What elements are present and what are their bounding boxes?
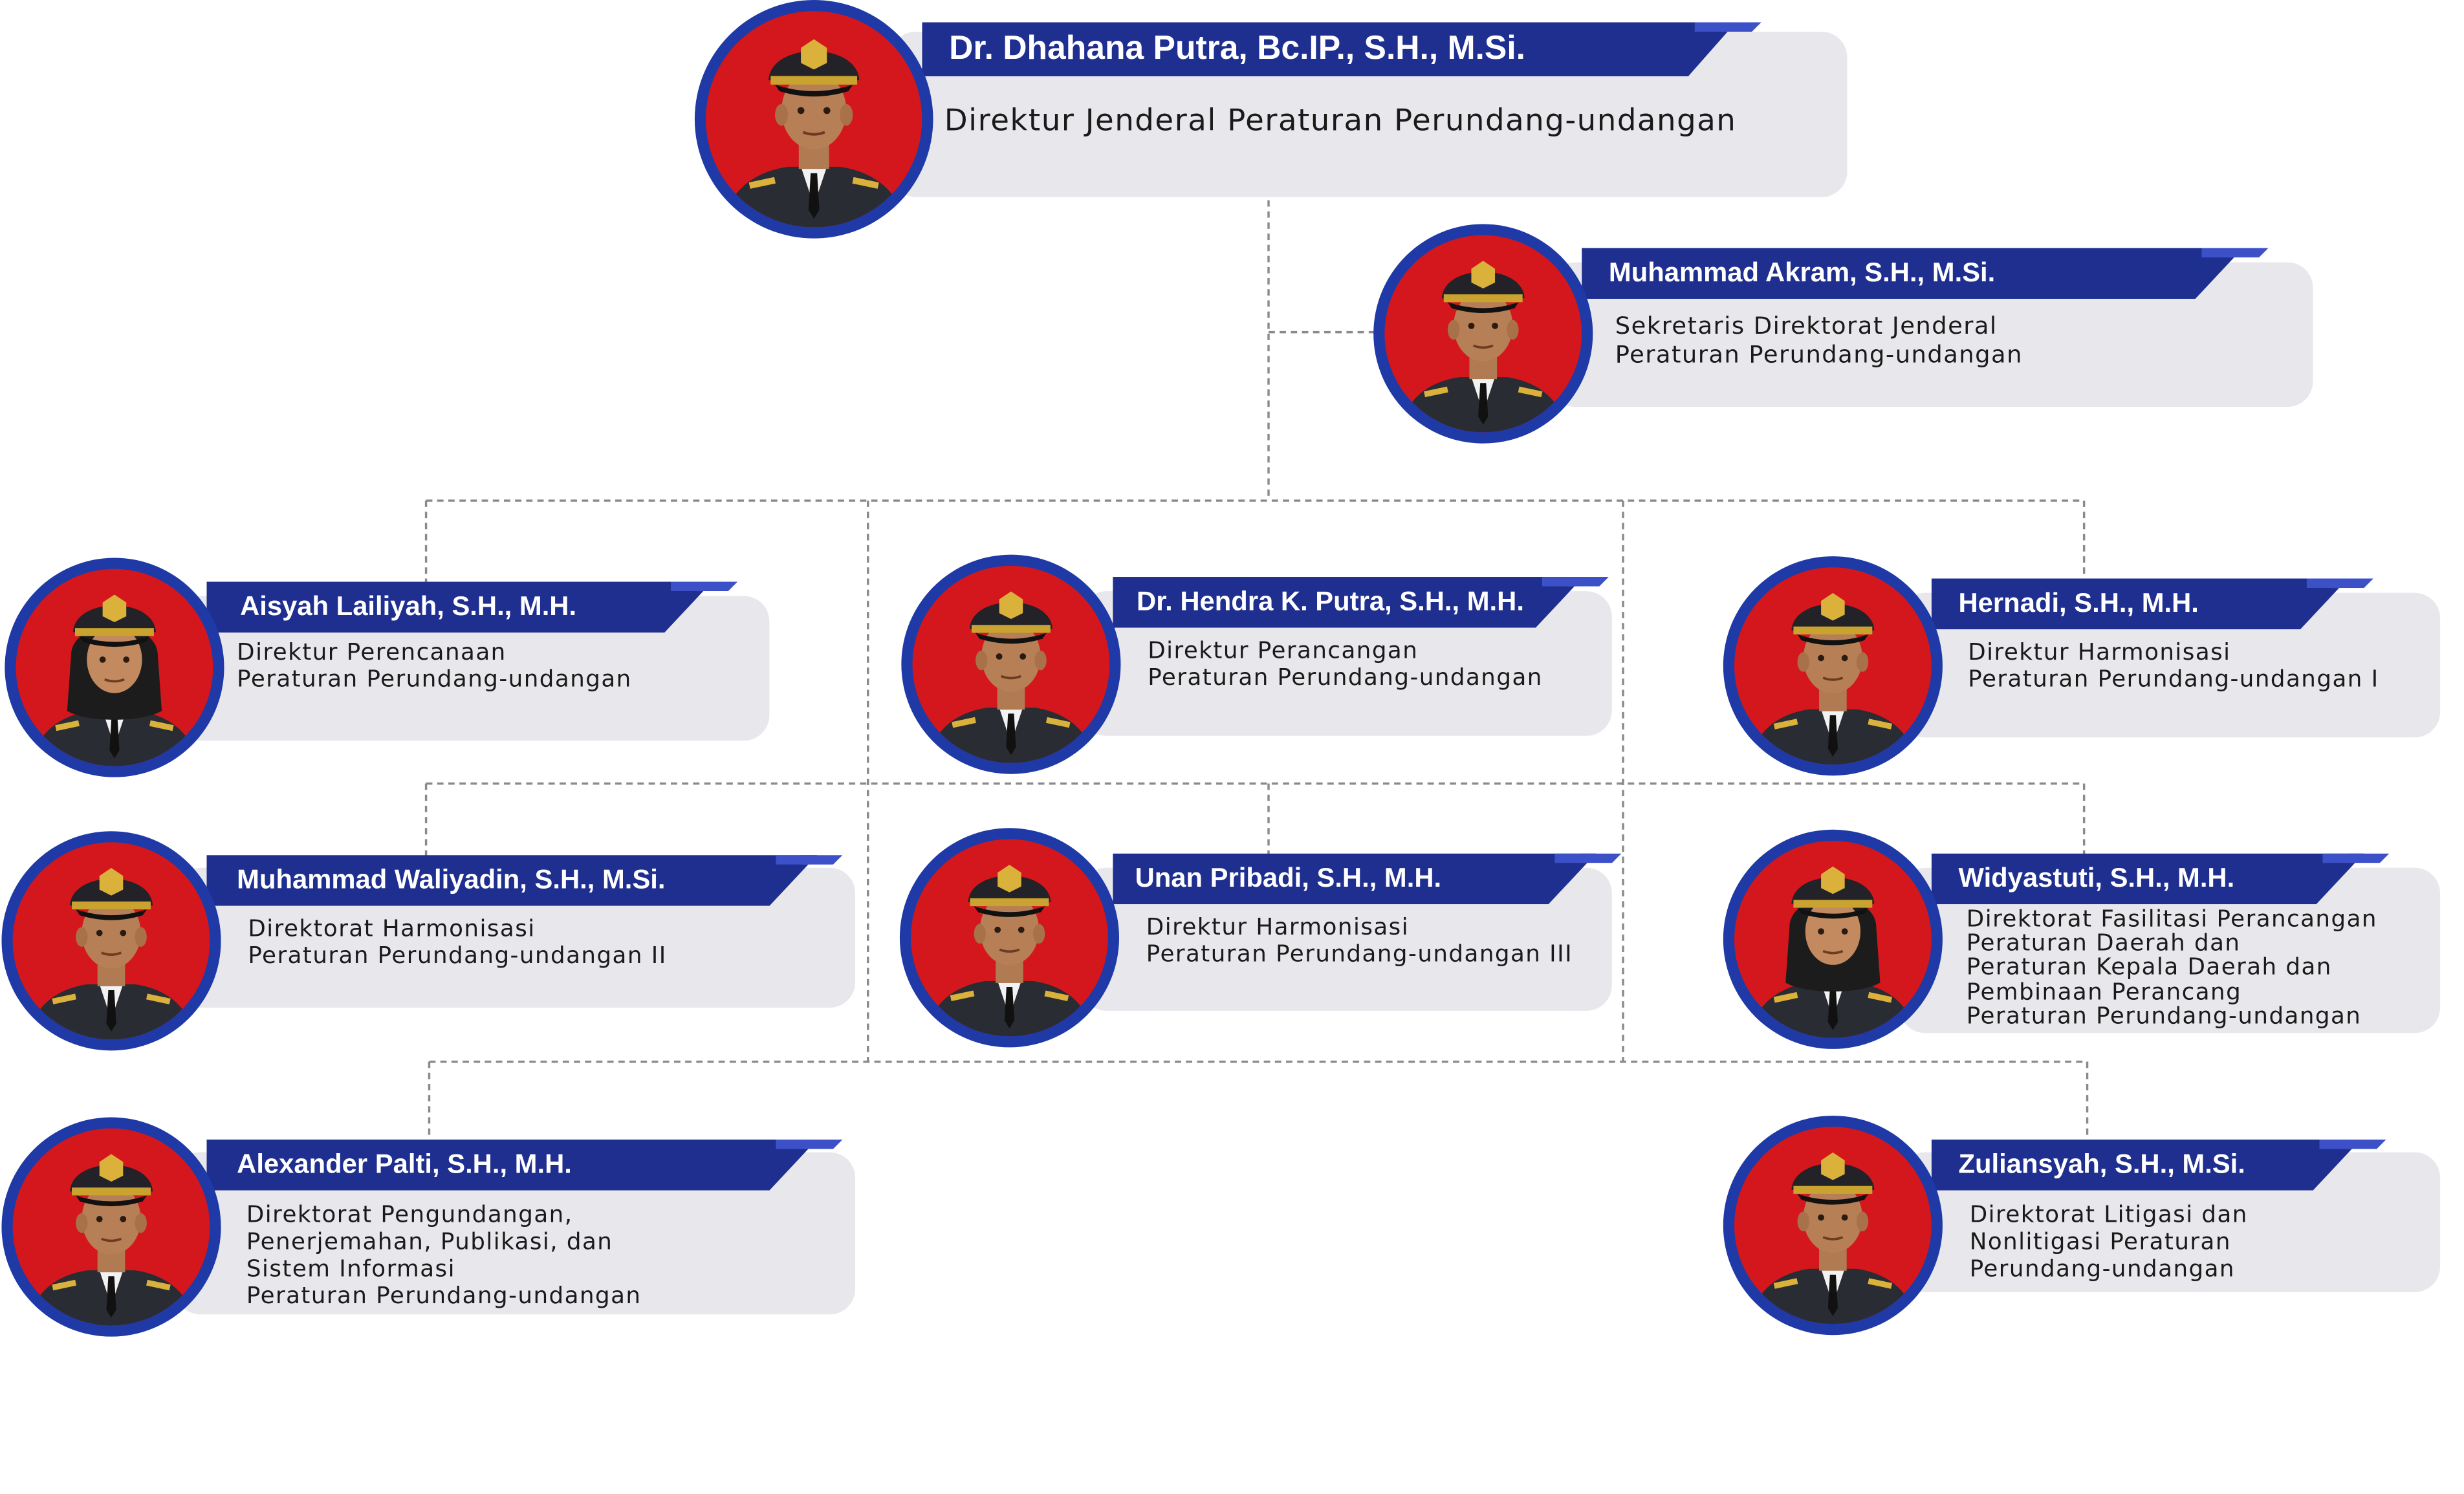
title-line: Peraturan Perundang-undangan II: [248, 944, 667, 970]
title-line: Nonlitigasi Peraturan: [1969, 1230, 2231, 1256]
title-line: Peraturan Perundang-undangan: [1615, 340, 2023, 369]
portrait-photo: [5, 558, 224, 777]
title-line: Direktur Jenderal Peraturan Perundang-un…: [944, 103, 1737, 138]
portrait-photo: [1723, 1116, 1943, 1336]
person-name: Unan Pribadi, S.H., M.H.: [1135, 863, 1442, 894]
title-line: Direktur Perencanaan: [237, 640, 507, 666]
title-line: Sekretaris Direktorat Jenderal: [1615, 311, 1998, 340]
person-name: Zuliansyah, S.H., M.Si.: [1958, 1149, 2245, 1180]
title-line: Penerjemahan, Publikasi, dan: [246, 1230, 613, 1256]
name-banner: Unan Pribadi, S.H., M.H.: [1113, 854, 1596, 905]
title-line: Sistem Informasi: [246, 1257, 456, 1283]
banner-accent: [1695, 22, 1761, 32]
title-line: Peraturan Perundang-undangan: [1148, 666, 1543, 691]
portrait-photo: [694, 0, 933, 239]
title-line: Direktur Harmonisasi: [1968, 640, 2231, 666]
portrait-photo: [1723, 829, 1943, 1049]
name-banner: Aisyah Lailiyah, S.H., M.H.: [206, 581, 712, 633]
banner-accent: [2307, 578, 2373, 588]
title-line: Pembinaan Perancang: [1966, 980, 2242, 1006]
title-line: Perundang-undangan: [1969, 1257, 2235, 1283]
name-banner: Muhammad Waliyadin, S.H., M.Si.: [206, 855, 817, 906]
person-name: Hernadi, S.H., M.H.: [1958, 588, 2199, 618]
name-banner: Widyastuti, S.H., M.H.: [1932, 854, 2364, 905]
banner-accent: [2201, 248, 2268, 257]
title-line: Peraturan Perundang-undangan III: [1146, 942, 1573, 968]
person-name: Aisyah Lailiyah, S.H., M.H.: [240, 591, 577, 622]
name-banner: Alexander Palti, S.H., M.H.: [206, 1140, 817, 1191]
title-line: Direktur Harmonisasi: [1146, 915, 1410, 941]
person-name: Dr. Hendra K. Putra, S.H., M.H.: [1137, 586, 1524, 617]
title-line: Direktorat Fasilitasi Perancangan: [1966, 907, 2377, 933]
name-banner: Zuliansyah, S.H., M.Si.: [1932, 1140, 2360, 1191]
title-line: Direktorat Pengundangan,: [246, 1203, 573, 1229]
portrait-photo: [899, 828, 1120, 1048]
portrait-photo: [901, 554, 1121, 774]
title-line: Peraturan Perundang-undangan: [246, 1284, 642, 1310]
title-line: Direktur Perancangan: [1148, 638, 1419, 665]
title-line: Peraturan Perundang-undangan: [237, 667, 632, 693]
person-name: Widyastuti, S.H., M.H.: [1958, 863, 2235, 894]
person-name: Muhammad Waliyadin, S.H., M.Si.: [237, 864, 666, 895]
banner-accent: [776, 1140, 842, 1149]
person-name: Alexander Palti, S.H., M.H.: [237, 1149, 572, 1180]
banner-accent: [1542, 577, 1609, 587]
title-line: Peraturan Daerah dan: [1966, 931, 2241, 957]
name-banner: Muhammad Akram, S.H., M.Si.: [1582, 248, 2243, 299]
name-banner: Dr. Dhahana Putra, Bc.IP., S.H., M.Si.: [922, 22, 1736, 76]
title-line: Direktorat Harmonisasi: [248, 916, 536, 943]
person-name: Dr. Dhahana Putra, Bc.IP., S.H., M.Si.: [949, 30, 1526, 67]
title-line: Peraturan Perundang-undangan I: [1968, 667, 2379, 693]
person-title: Direktur Jenderal Peraturan Perundang-un…: [944, 102, 1737, 140]
banner-accent: [2322, 854, 2389, 863]
person-name: Muhammad Akram, S.H., M.Si.: [1608, 257, 1996, 288]
name-banner: Dr. Hendra K. Putra, S.H., M.H.: [1113, 577, 1583, 628]
portrait-photo: [1, 831, 221, 1051]
banner-accent: [776, 855, 842, 865]
portrait-photo: [1723, 556, 1943, 776]
title-line: Peraturan Kepala Daerah dan: [1966, 955, 2332, 982]
banner-accent: [671, 581, 737, 591]
banner-accent: [1554, 854, 1621, 863]
person-title: Direktorat Pengundangan,Penerjemahan, Pu…: [246, 1203, 642, 1311]
portrait-photo: [1373, 224, 1593, 444]
portrait-photo: [1, 1117, 221, 1337]
title-line: Direktorat Litigasi dan: [1969, 1203, 2248, 1229]
name-banner: Hernadi, S.H., M.H.: [1932, 578, 2348, 629]
title-line: Peraturan Perundang-undangan: [1966, 1004, 2362, 1030]
banner-accent: [2319, 1140, 2386, 1149]
